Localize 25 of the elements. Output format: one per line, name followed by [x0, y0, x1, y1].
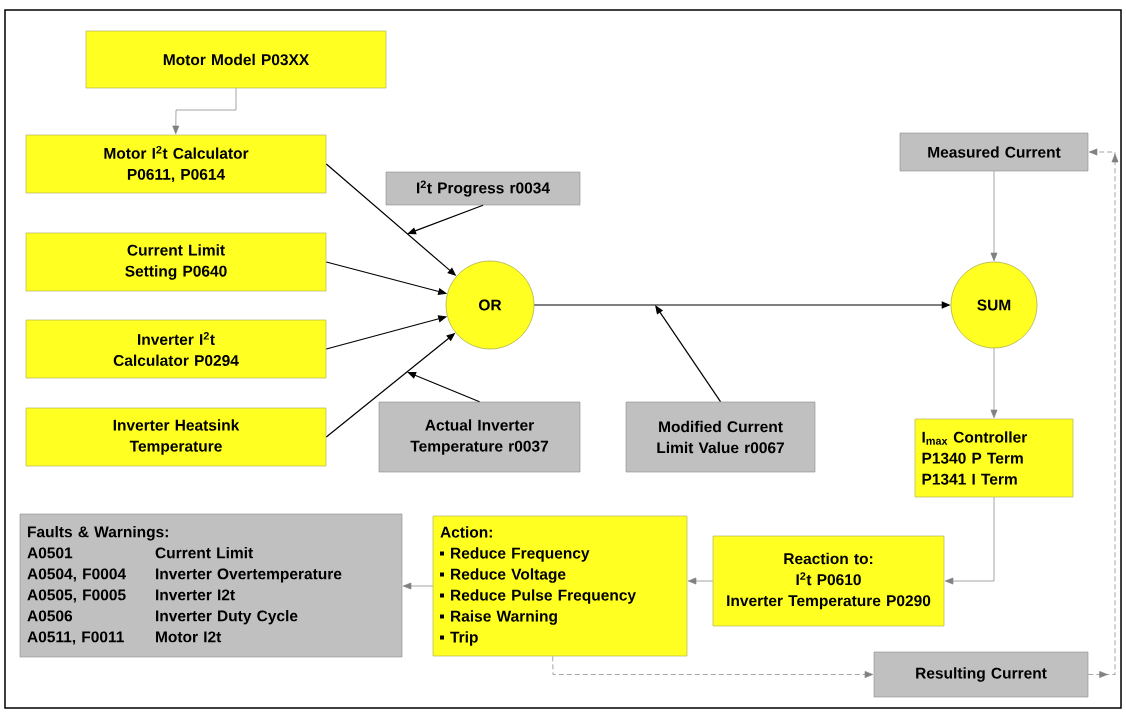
arrow [655, 305, 722, 403]
arrow [407, 372, 481, 403]
action-box: Action: Reduce Frequency Reduce Voltage Reduce Pulse Frequency Raise Warning Trip [432, 515, 688, 657]
signal-box: Resulting Current [873, 651, 1089, 698]
arrow [990, 347, 998, 419]
dashed-arrow [552, 655, 874, 678]
fault-table: Faults & Warnings: A0501 Current Limit A0504, F0004 Inverter Overtemperature A0505, F0005 Inverter I2t A0506 Inverter Duty Cycle A0511, F0011 Motor I2t [19, 513, 403, 658]
process-box: Inverter I$^{2}$t Calculator P0294 [25, 319, 327, 379]
dashed-arrow [1087, 148, 1119, 678]
arrow [990, 170, 998, 262]
process-box: Reaction to: I$^{2}$t P0610 Inverter Temperature P0290 [712, 535, 945, 627]
process-box: Motor I$^{2}$t Calculator P0611, P0614 [25, 134, 327, 194]
process-box: Motor Model P03XX [85, 30, 387, 89]
process-box: Current Limit Setting P0640 [25, 232, 327, 292]
arrow [172, 87, 237, 135]
signal-box: Actual Inverter Temperature r0037 [378, 401, 581, 473]
arrow [407, 204, 484, 235]
arrow [944, 496, 995, 585]
arrow [402, 582, 434, 590]
process-box: Inverter Heatsink Temperature [25, 407, 327, 467]
arrow [687, 577, 714, 585]
signal-box: I$^{2}$t Progress r0034 [385, 171, 581, 206]
process-box: I$_{max}$ Controller P1340 P Term P1341 I Term [914, 418, 1074, 498]
signal-box: Measured Current [899, 132, 1089, 172]
signal-box: Modified Current Limit Value r0067 [625, 401, 816, 473]
